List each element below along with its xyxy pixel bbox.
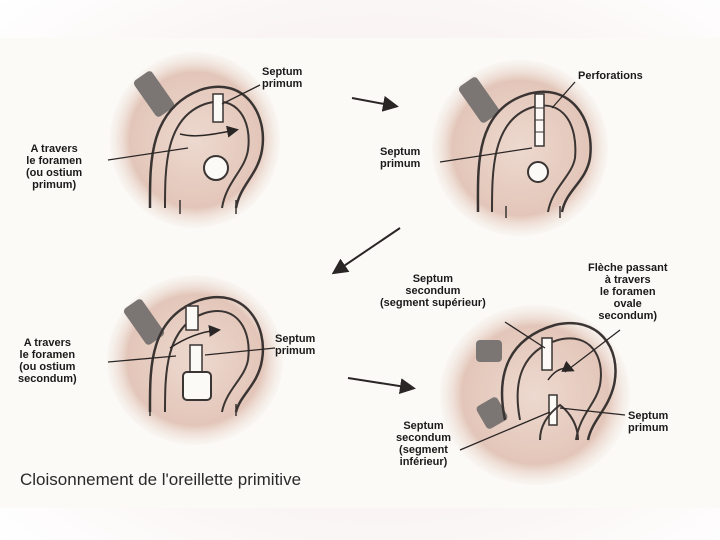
- label-septum-primum-1: Septum primum: [262, 66, 303, 90]
- label-septum-secondum-superieur: Septum secondum (segment supérieur): [380, 273, 486, 309]
- label-fleche-foramen-ovale: Flèche passant à travers le foramen oval…: [588, 262, 668, 322]
- label-foramen-primum: A travers le foramen (ou ostium primum): [26, 143, 83, 191]
- flow-arrow-1: [351, 95, 399, 112]
- label-perforations: Perforations: [578, 70, 643, 82]
- label-foramen-secondum: A travers le foramen (ou ostium secondum…: [18, 337, 77, 385]
- heart-stage-3: [107, 275, 283, 445]
- label-septum-secondum-inferieur: Septum secondum (segment inférieur): [396, 420, 452, 468]
- leader-lines: [107, 81, 626, 451]
- heart-stage-2: [432, 60, 608, 236]
- heart-stage-4: [440, 305, 630, 485]
- label-septum-primum-3: Septum primum: [275, 333, 316, 357]
- flow-arrow-3: [347, 377, 416, 395]
- heart-stage-1: [110, 52, 280, 228]
- label-septum-primum-4: Septum primum: [628, 410, 669, 434]
- flow-arrow-2: [331, 227, 401, 275]
- label-septum-primum-2: Septum primum: [380, 146, 421, 170]
- figure-caption: Cloisonnement de l'oreillette primitive: [20, 470, 302, 489]
